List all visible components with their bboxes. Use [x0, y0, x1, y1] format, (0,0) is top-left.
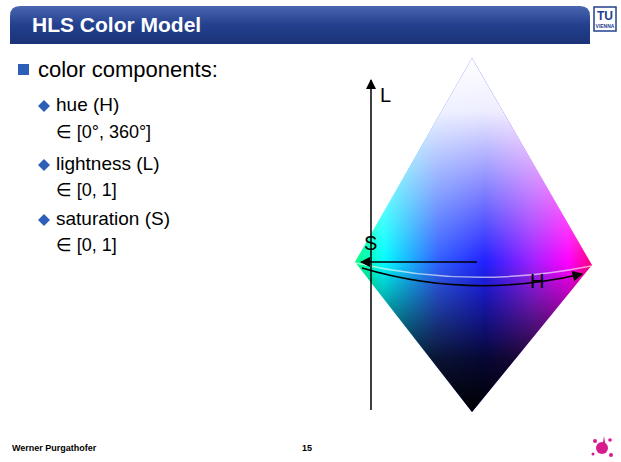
footer-author: Werner Purgathofer [12, 444, 96, 454]
bullet-diamond [38, 214, 50, 226]
saturation-arrow [361, 261, 477, 263]
bullet-text: hue (H) [56, 95, 119, 116]
hls-double-cone [355, 58, 592, 412]
slide-title: HLS Color Model [32, 13, 201, 36]
bullet-text: color components: [38, 58, 218, 82]
axis-label: S [364, 232, 377, 254]
title-bar [10, 6, 590, 44]
range-text: ∈ [0, 1] [56, 181, 117, 201]
bullet-text: lightness (L) [56, 154, 160, 175]
logo-subtext: VIENNA [596, 24, 615, 30]
range-text: ∈ [0°, 360°] [56, 123, 151, 143]
bullet-text: saturation (S) [56, 209, 170, 230]
bullet-diamond [38, 100, 50, 112]
axis-label: H [530, 270, 544, 292]
range-text: ∈ [0, 1] [56, 236, 117, 256]
splash-icon [592, 436, 614, 457]
axis-label: L [380, 84, 391, 106]
hue-arc [362, 268, 582, 286]
bullet-diamond [38, 159, 50, 171]
logo-text: TU [597, 10, 613, 23]
logo-box [594, 7, 616, 31]
bullet-square [18, 64, 29, 75]
page-number: 15 [302, 444, 312, 454]
